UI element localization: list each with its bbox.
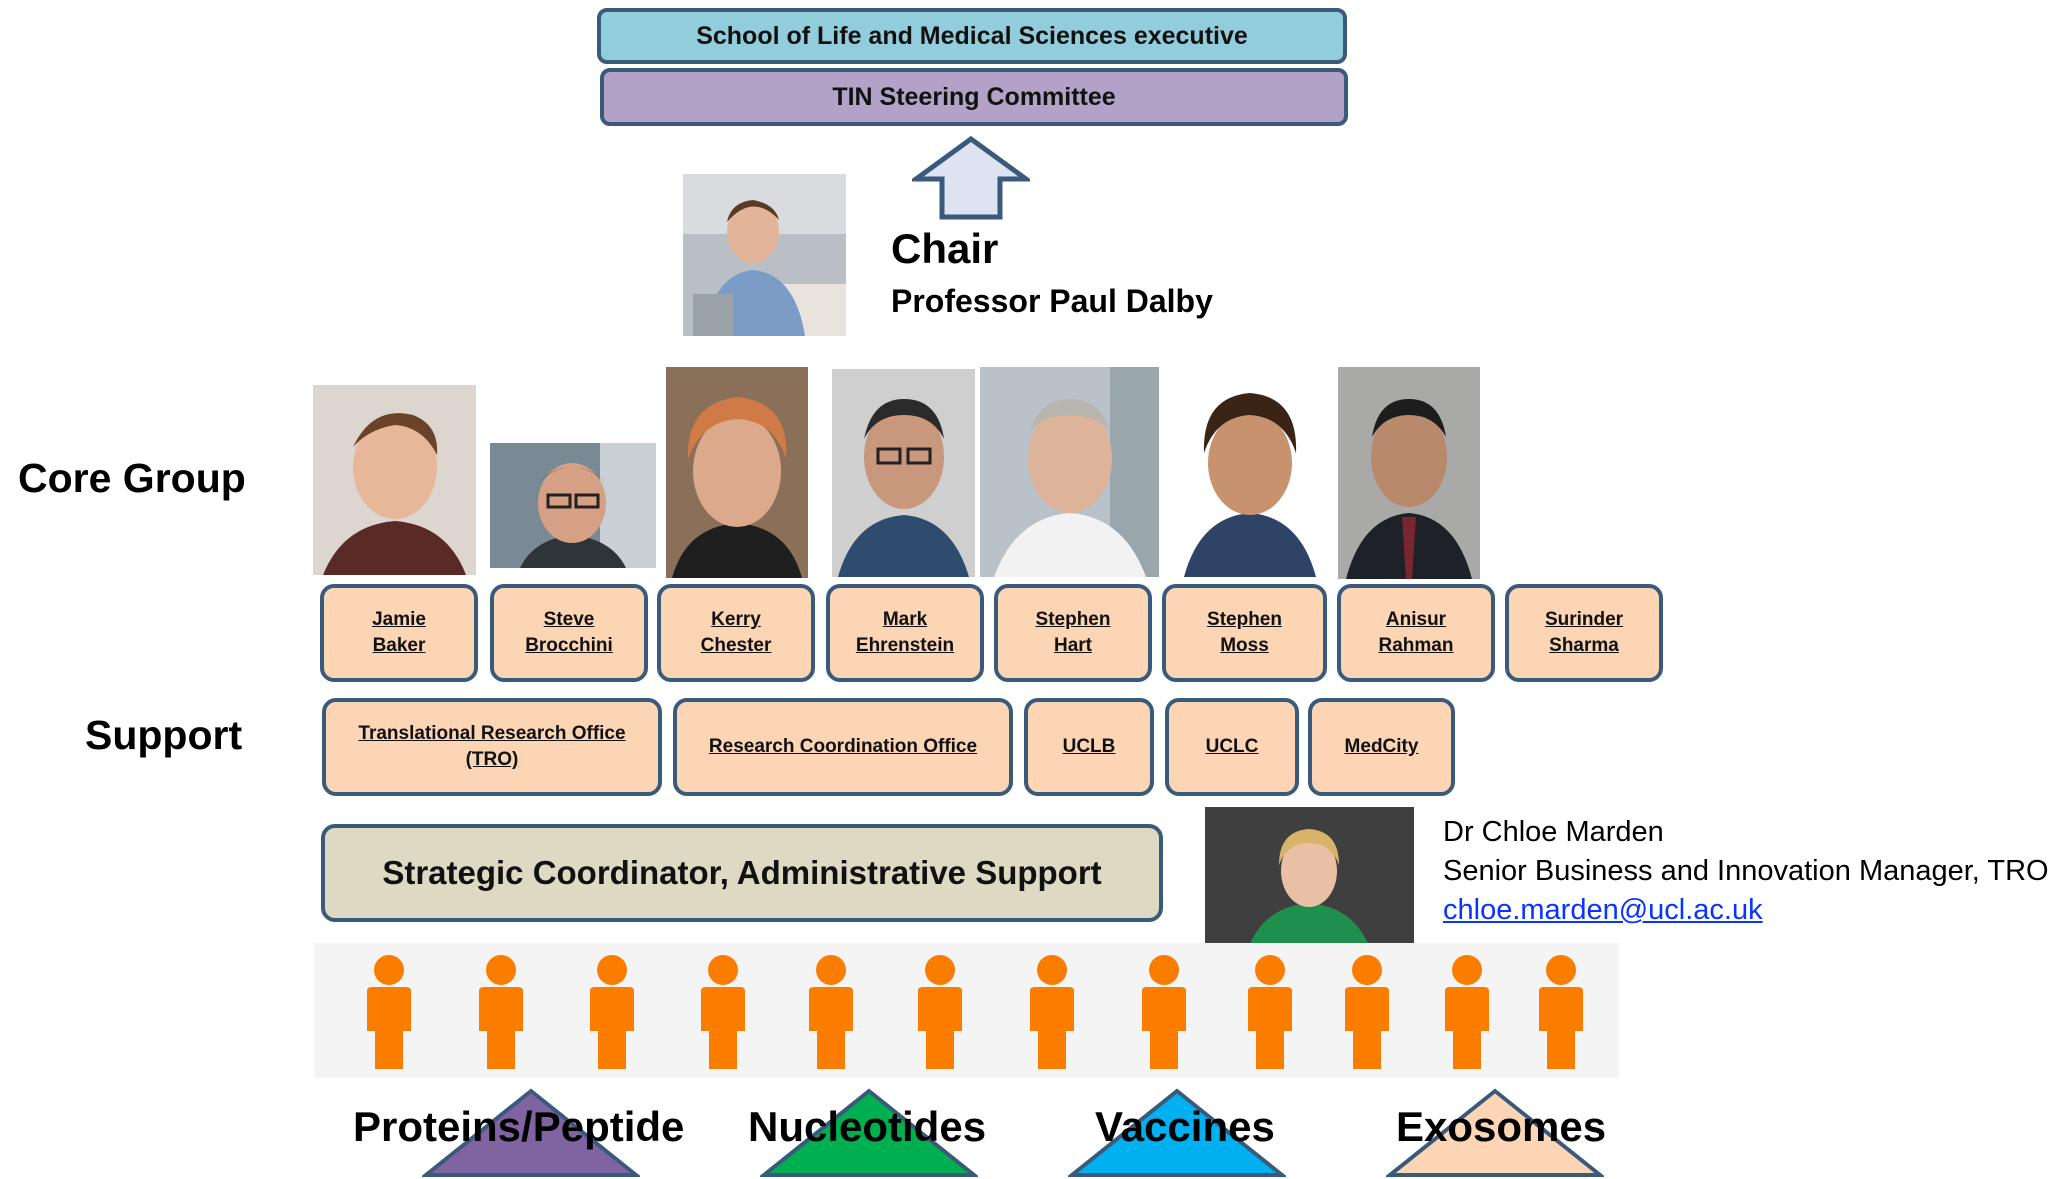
- person-icon: [586, 955, 638, 1069]
- person-icon: [1535, 955, 1587, 1069]
- person-icon: [475, 955, 527, 1069]
- member-first-name: Jamie: [372, 609, 426, 630]
- person-icon: [1341, 955, 1393, 1069]
- support-uclb[interactable]: UCLB: [1024, 698, 1154, 796]
- support-label: UCLC: [1205, 736, 1259, 757]
- chair-photo: [683, 174, 846, 336]
- core-photo-rahman: [1338, 367, 1480, 579]
- chair-name: Professor Paul Dalby: [891, 283, 1213, 319]
- person-icon: [1138, 955, 1190, 1069]
- core-photo-ehrenstein: [832, 369, 975, 577]
- person-icon: [697, 955, 749, 1069]
- exosomes-triangle: [1386, 1088, 1604, 1177]
- support-label: Research Coordination Office: [708, 736, 978, 757]
- steering-committee-box: TIN Steering Committee: [600, 68, 1348, 126]
- member-last-name: Rahman: [1378, 635, 1454, 656]
- member-first-name: Stephen: [1035, 609, 1111, 630]
- member-first-name: Surinder: [1544, 609, 1624, 630]
- core-photo-chester: [666, 367, 808, 578]
- proteins-triangle: [422, 1088, 640, 1177]
- person-icon: [914, 955, 966, 1069]
- member-last-name: Ehrenstein: [855, 635, 955, 656]
- nucleotides-triangle: [760, 1088, 978, 1177]
- person-icon: [805, 955, 857, 1069]
- strategic-coordinator-box: Strategic Coordinator, Administrative Su…: [321, 824, 1163, 922]
- category-nucleotides: Nucleotides: [748, 1103, 987, 1150]
- member-first-name: Kerry: [711, 609, 761, 630]
- support-label: MedCity: [1344, 736, 1419, 757]
- support-tro[interactable]: Translational Research Office (TRO): [322, 698, 662, 796]
- member-last-name: Moss: [1220, 635, 1269, 656]
- support-sublabel: (TRO): [465, 749, 519, 770]
- contact-email-link[interactable]: chloe.marden@ucl.ac.uk: [1443, 894, 1763, 926]
- core-photo-brocchini: [490, 443, 656, 568]
- category-vaccines: Vaccines: [1095, 1103, 1275, 1150]
- category-exosomes: Exosomes: [1396, 1103, 1607, 1150]
- member-first-name: Mark: [882, 609, 928, 630]
- support-research-coordination-office[interactable]: Research Coordination Office: [673, 698, 1013, 796]
- support-label: Support: [85, 712, 243, 758]
- contact-role: Senior Business and Innovation Manager, …: [1443, 855, 2049, 887]
- person-icon: [1441, 955, 1493, 1069]
- member-last-name: Chester: [700, 635, 772, 656]
- support-label: UCLB: [1062, 736, 1116, 757]
- member-last-name: Hart: [1053, 635, 1092, 656]
- person-icon: [1244, 955, 1296, 1069]
- member-last-name: Sharma: [1549, 635, 1619, 656]
- support-label: Translational Research Office: [358, 723, 626, 744]
- person-icon: [363, 955, 415, 1069]
- member-last-name: Baker: [372, 635, 426, 656]
- steering-committee-label: TIN Steering Committee: [832, 82, 1116, 111]
- core-group-label: Core Group: [18, 455, 246, 501]
- executive-label: School of Life and Medical Sciences exec…: [696, 21, 1248, 50]
- executive-box: School of Life and Medical Sciences exec…: [597, 8, 1347, 64]
- support-uclc[interactable]: UCLC: [1165, 698, 1299, 796]
- member-first-name: Stephen: [1207, 609, 1282, 630]
- member-last-name: Brocchini: [525, 635, 613, 656]
- member-first-name: Steve: [543, 609, 595, 630]
- vaccines-triangle: [1068, 1088, 1286, 1177]
- person-icon: [1026, 955, 1078, 1069]
- chair-title: Chair: [891, 225, 999, 272]
- core-photo-moss: [1180, 367, 1320, 577]
- category-proteins: Proteins/Peptide: [353, 1103, 685, 1150]
- member-first-name: Anisur: [1385, 609, 1447, 630]
- strategic-coordinator-label: Strategic Coordinator, Administrative Su…: [382, 854, 1102, 891]
- core-photo-hart: [980, 367, 1159, 577]
- contact-info: Dr Chloe Marden Senior Business and Inno…: [1443, 813, 2049, 930]
- up-arrow-icon: [912, 135, 1030, 220]
- support-medcity[interactable]: MedCity: [1308, 698, 1455, 796]
- core-photo-baker: [313, 385, 476, 575]
- contact-name: Dr Chloe Marden: [1443, 816, 1664, 848]
- people-band: [314, 943, 1619, 1078]
- contact-photo: [1205, 807, 1414, 946]
